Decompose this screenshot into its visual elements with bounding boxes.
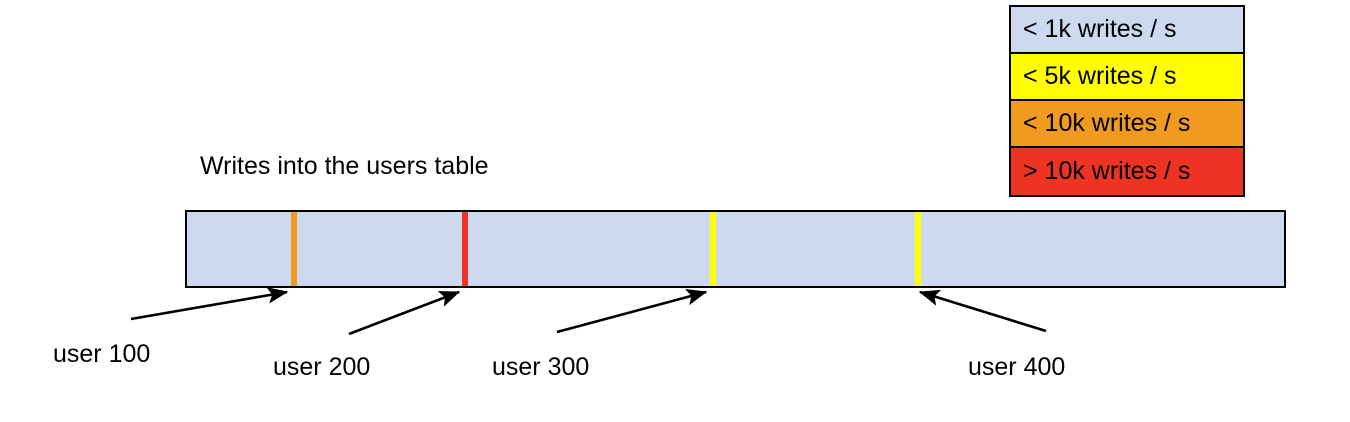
legend: < 1k writes / s < 5k writes / s < 10k wr…	[1009, 5, 1245, 197]
label-user-400: user 400	[968, 353, 1066, 381]
legend-label-under-5k: < 5k writes / s	[1023, 62, 1177, 90]
legend-row-under-5k: < 5k writes / s	[1011, 54, 1243, 101]
marker-user-100	[291, 212, 297, 286]
arrow-user-400	[918, 289, 1047, 333]
legend-label-under-10k: < 10k writes / s	[1023, 109, 1191, 137]
marker-user-400	[915, 212, 921, 286]
legend-label-over-10k: > 10k writes / s	[1023, 157, 1191, 185]
marker-user-200	[462, 212, 468, 286]
label-user-300: user 300	[492, 353, 590, 381]
legend-row-over-10k: > 10k writes / s	[1011, 148, 1243, 195]
legend-row-under-1k: < 1k writes / s	[1011, 7, 1243, 54]
label-user-100: user 100	[53, 340, 151, 368]
diagram-title: Writes into the users table	[200, 152, 489, 180]
arrow-user-100	[130, 287, 289, 321]
label-user-200: user 200	[273, 353, 371, 381]
legend-label-under-1k: < 1k writes / s	[1023, 15, 1177, 43]
arrow-user-200	[348, 290, 461, 336]
legend-row-under-10k: < 10k writes / s	[1011, 101, 1243, 148]
users-table-bar	[185, 210, 1286, 288]
arrow-user-300	[556, 289, 708, 334]
marker-user-300	[710, 212, 716, 286]
